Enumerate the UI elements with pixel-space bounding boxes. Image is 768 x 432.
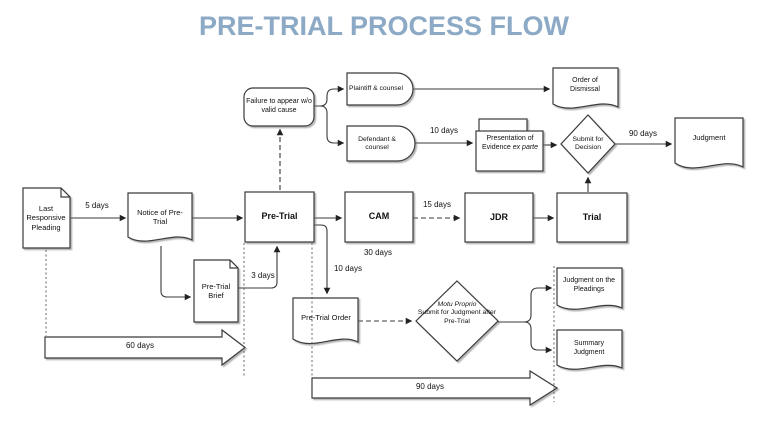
judgment-on-pleadings-shape bbox=[556, 267, 623, 310]
timeline-label-60-days: 60 days bbox=[125, 341, 155, 350]
jdr-label: JDR bbox=[489, 211, 508, 222]
submit-for-decision-label: Submit for Decision bbox=[572, 135, 604, 151]
submit-for-decision-shape bbox=[560, 114, 616, 174]
pretrial-shape bbox=[244, 191, 315, 243]
motu-proprio-shape bbox=[415, 280, 499, 362]
pretrial-order-shape bbox=[292, 297, 359, 345]
dotted-guides bbox=[45, 243, 555, 402]
summary-judgment-shape bbox=[556, 329, 623, 370]
last-responsive-pleading-label: Last Responsive Pleading bbox=[26, 203, 66, 232]
pretrial-order-label: Pre-Trial Order bbox=[301, 313, 351, 323]
notice-of-pretrial-shape bbox=[127, 192, 193, 242]
pretrial-brief-shape bbox=[193, 259, 239, 323]
arrow-pretrial-to-order bbox=[314, 224, 331, 295]
arrow-notice-to-brief bbox=[160, 246, 192, 301]
arrow-failure-to-plaintiff bbox=[314, 85, 345, 107]
presentation-italic-text: ex parte bbox=[512, 143, 539, 151]
arrow-motu-to-pleadings bbox=[498, 284, 553, 323]
failure-to-appear-label: Failure to appear w/o valid cause bbox=[246, 98, 312, 114]
cam-shape bbox=[344, 191, 414, 243]
last-responsive-pleading-shape bbox=[22, 187, 71, 249]
pretrial-brief-fold bbox=[229, 260, 238, 269]
nodes bbox=[22, 67, 744, 370]
trial-label: Trial bbox=[582, 211, 602, 222]
edge-label-5-days: 5 days bbox=[85, 201, 109, 210]
page-title: PRE-TRIAL PROCESS FLOW bbox=[198, 11, 569, 41]
last-responsive-pleading-fold bbox=[60, 188, 70, 198]
edge-label-15-days: 15 days bbox=[422, 200, 452, 209]
presentation-of-evidence-label: Presentation of Evidence ex parte bbox=[480, 135, 540, 167]
motu-proprio-rest-text: Submit for Judgment after Pre-Trial bbox=[417, 309, 497, 325]
order-of-dismissal-label: Order of Dismissal bbox=[570, 77, 600, 93]
edge-label-90-days-top: 90 days bbox=[628, 129, 658, 138]
order-of-dismissal-shape bbox=[552, 67, 619, 109]
trial-shape bbox=[556, 192, 628, 243]
plaintiff-counsel-label: Plaintiff & counsel bbox=[349, 84, 403, 92]
jdr-shape bbox=[464, 192, 534, 243]
judgment-shape bbox=[674, 117, 744, 169]
timeline-arrows bbox=[44, 328, 559, 407]
plaintiff-counsel-shape bbox=[346, 72, 414, 106]
judgment-on-pleadings-label: Judgment on the Pleadings bbox=[562, 277, 616, 293]
pretrial-label: Pre-Trial bbox=[261, 211, 298, 222]
arrow-failure-to-defendant bbox=[319, 105, 345, 147]
cam-label: CAM bbox=[368, 211, 390, 222]
notice-of-pretrial-label: Notice of Pre-Trial bbox=[137, 207, 183, 226]
failure-to-appear-shape bbox=[243, 87, 315, 127]
connectors bbox=[70, 85, 673, 354]
defendant-counsel-shape bbox=[346, 125, 416, 162]
presentation-front-shape bbox=[475, 130, 544, 172]
judgment-label: Judgment bbox=[692, 133, 726, 143]
edge-label-10-days-mid: 10 days bbox=[333, 264, 363, 273]
motu-proprio-italic-text: Motu Proprio bbox=[437, 301, 477, 308]
summary-judgment-label: Summary Judgment bbox=[573, 340, 605, 356]
arrow-motu-to-summary bbox=[523, 321, 553, 354]
edge-label-30-days: 30 days bbox=[363, 248, 393, 257]
edge-label-10-days-top: 10 days bbox=[429, 126, 459, 135]
timeline-label-90-days: 90 days bbox=[415, 382, 445, 391]
defendant-counsel-label: Defendant & counsel bbox=[358, 135, 396, 151]
presentation-main-text: Presentation of Evidence bbox=[481, 135, 534, 151]
edge-label-3-days: 3 days bbox=[251, 271, 275, 280]
pretrial-brief-label: Pre-Trial Brief bbox=[201, 281, 231, 300]
timeline-90-arrow bbox=[311, 369, 559, 407]
timeline-60-arrow bbox=[44, 328, 246, 367]
arrow-brief-to-pretrial bbox=[238, 245, 281, 289]
